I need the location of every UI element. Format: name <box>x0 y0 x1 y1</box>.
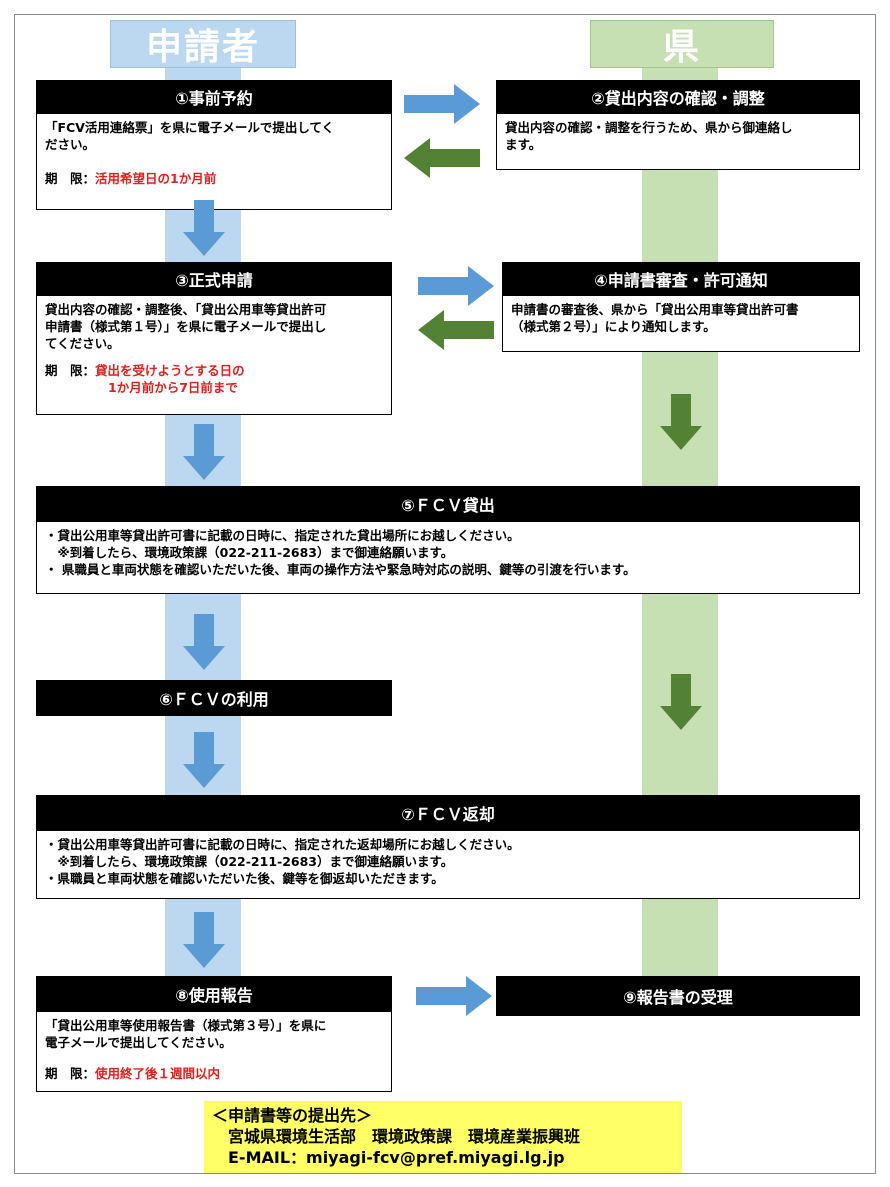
step-2-confirm-adjust: ②貸出内容の確認・調整 貸出内容の確認・調整を行うため、県から御連絡し ます。 <box>496 80 860 170</box>
step-4-review-permit: ④申請書審査・許可通知 申請書の審査後、県から「貸出公用車等貸出許可書 （様式第… <box>502 262 860 352</box>
step-1-deadline: 期 限： 活用希望日の1か月前 <box>45 170 383 187</box>
step-6-title: ⑥ＦＣＶの利用 <box>36 680 392 716</box>
step-8-line-2: 電子メールで提出してください。 <box>45 1035 232 1050</box>
step-7-body: ・貸出公用車等貸出許可書に記載の日時に、指定された返却場所にお越しください。 ※… <box>36 831 860 899</box>
step-8-deadline-label: 期 限： <box>45 1066 96 1081</box>
step-3-line-1: 貸出内容の確認・調整後、「貸出公用車等貸出許可 <box>45 302 327 317</box>
page-frame <box>14 14 876 1174</box>
arrow-left-step4-to-step3 <box>418 310 494 350</box>
step-3-formal-application: ③正式申請 貸出内容の確認・調整後、「貸出公用車等貸出許可 申請書（様式第１号）… <box>36 262 392 415</box>
step-3-line-2: 申請書（様式第１号）」を県に電子メールで提出し <box>45 319 327 334</box>
step-1-deadline-value: 活用希望日の1か月前 <box>95 171 217 186</box>
submission-contact-box: ＜申請書等の提出先＞ 宮城県環境生活部 環境政策課 環境産業振興班 E-MAIL… <box>204 1101 682 1173</box>
arrow-right-step3-to-step4 <box>418 266 494 306</box>
step-3-line-3: てください。 <box>45 336 120 351</box>
step-4-line-2: （様式第２号）」により通知します。 <box>511 319 716 334</box>
step-1-line-1: 「FCV活用連絡票」を県に電子メールで提出してく <box>45 120 335 135</box>
arrow-down-step5-to-step6 <box>183 614 225 670</box>
step-4-body: 申請書の審査後、県から「貸出公用車等貸出許可書 （様式第２号）」により通知します… <box>502 296 860 352</box>
step-5-body: ・貸出公用車等貸出許可書に記載の日時に、指定された貸出場所にお越しください。 ※… <box>36 522 860 594</box>
step-6-fcv-use: ⑥ＦＣＶの利用 <box>36 680 392 716</box>
step-4-title: ④申請書審査・許可通知 <box>502 262 860 296</box>
arrow-down-step6-to-step7 <box>183 732 225 788</box>
arrow-down-pref-step4-to-step5 <box>660 394 702 450</box>
step-5-line-3: ・ 県職員と車両状態を確認いただいた後、車両の操作方法や緊急時対応の説明、鍵等の… <box>45 562 636 577</box>
step-1-body: 「FCV活用連絡票」を県に電子メールで提出してく ださい。 期 限： 活用希望日… <box>36 114 392 210</box>
arrow-right-step8-to-step9 <box>416 976 492 1016</box>
arrow-down-step7-to-step8 <box>183 912 225 968</box>
arrow-down-step1-to-step3 <box>183 200 225 256</box>
contact-department: 宮城県環境生活部 環境政策課 環境産業振興班 <box>212 1127 581 1146</box>
contact-heading: ＜申請書等の提出先＞ <box>212 1106 373 1125</box>
step-8-deadline-value: 使用終了後１週間以内 <box>95 1066 221 1081</box>
arrow-right-step1-to-step2 <box>404 84 480 124</box>
step-4-line-1: 申請書の審査後、県から「貸出公用車等貸出許可書 <box>511 302 799 317</box>
step-3-deadline-value-2: 1か月前から7日前まで <box>108 380 238 395</box>
step-9-title: ⑨報告書の受理 <box>496 976 860 1016</box>
step-8-body: 「貸出公用車等使用報告書（様式第３号）」を県に 電子メールで提出してください。 … <box>36 1012 392 1092</box>
arrow-down-pref-step6-to-step7 <box>660 674 702 730</box>
step-5-line-2: ※到着したら、環境政策課（022-211-2683）まで御連絡願います。 <box>45 545 454 560</box>
step-3-deadline-value-1: 貸出を受けようとする日の <box>95 363 245 378</box>
step-1-line-2: ださい。 <box>45 137 96 152</box>
step-8-usage-report: ⑧使用報告 「貸出公用車等使用報告書（様式第３号）」を県に 電子メールで提出して… <box>36 976 392 1092</box>
step-7-fcv-return: ⑦ＦＣＶ返却 ・貸出公用車等貸出許可書に記載の日時に、指定された返却場所にお越し… <box>36 795 860 899</box>
step-7-line-1: ・貸出公用車等貸出許可書に記載の日時に、指定された返却場所にお越しください。 <box>45 837 520 852</box>
step-1-advance-reservation: ①事前予約 「FCV活用連絡票」を県に電子メールで提出してく ださい。 期 限：… <box>36 80 392 210</box>
step-3-deadline: 期 限： 貸出を受けようとする日の 1か月前から7日前まで <box>45 362 383 396</box>
step-9-report-receipt: ⑨報告書の受理 <box>496 976 860 1016</box>
step-3-title: ③正式申請 <box>36 262 392 296</box>
step-2-body: 貸出内容の確認・調整を行うため、県から御連絡し ます。 <box>496 114 860 170</box>
arrow-down-step3-to-step5 <box>183 424 225 480</box>
step-5-line-1: ・貸出公用車等貸出許可書に記載の日時に、指定された貸出場所にお越しください。 <box>45 528 520 543</box>
step-5-fcv-lending: ⑤ＦＣＶ貸出 ・貸出公用車等貸出許可書に記載の日時に、指定された貸出場所にお越し… <box>36 486 860 594</box>
prefecture-lane-header: 県 <box>590 20 774 68</box>
applicant-lane-header: 申請者 <box>110 20 296 68</box>
step-2-line-1: 貸出内容の確認・調整を行うため、県から御連絡し <box>505 120 793 135</box>
step-2-line-2: ます。 <box>505 137 542 152</box>
step-8-line-1: 「貸出公用車等使用報告書（様式第３号）」を県に <box>45 1018 327 1033</box>
step-1-deadline-label: 期 限： <box>45 171 96 186</box>
arrow-left-step2-to-step1 <box>404 138 480 178</box>
contact-email: E-MAIL：miyagi-fcv@pref.miyagi.lg.jp <box>212 1148 565 1167</box>
step-3-deadline-label: 期 限： <box>45 363 96 378</box>
step-7-line-3: ・県職員と車両状態を確認いただいた後、鍵等を御返却いただきます。 <box>45 871 444 886</box>
step-8-title: ⑧使用報告 <box>36 976 392 1012</box>
step-2-title: ②貸出内容の確認・調整 <box>496 80 860 114</box>
step-5-title: ⑤ＦＣＶ貸出 <box>36 486 860 522</box>
step-7-line-2: ※到着したら、環境政策課（022-211-2683）まで御連絡願います。 <box>45 854 454 869</box>
step-1-title: ①事前予約 <box>36 80 392 114</box>
step-7-title: ⑦ＦＣＶ返却 <box>36 795 860 831</box>
step-3-body: 貸出内容の確認・調整後、「貸出公用車等貸出許可 申請書（様式第１号）」を県に電子… <box>36 296 392 415</box>
step-8-deadline: 期 限： 使用終了後１週間以内 <box>45 1065 383 1082</box>
